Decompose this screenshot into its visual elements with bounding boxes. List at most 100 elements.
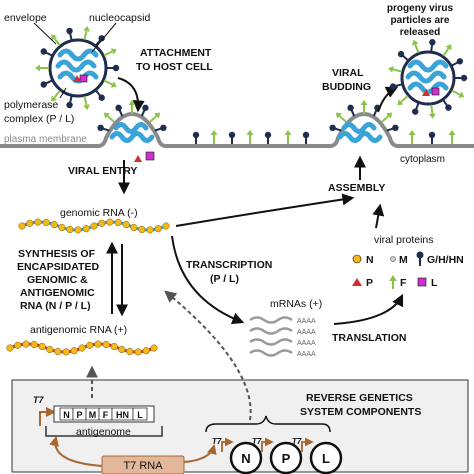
n-protein-bead <box>46 345 54 354</box>
nucleocapsid-pointer <box>91 22 117 53</box>
spike-head <box>445 104 452 111</box>
f-spike-icon <box>246 130 254 144</box>
spike-stalk <box>414 43 420 54</box>
polymerase-p-icon <box>73 75 81 82</box>
spike-head <box>228 131 236 139</box>
f-spike-icon <box>335 112 347 123</box>
membrane-proteins <box>192 130 456 144</box>
spike-head <box>460 74 468 82</box>
g-h-hn-spike-icon <box>442 99 452 111</box>
n-protein-bead <box>6 344 14 352</box>
spike-head <box>264 131 272 139</box>
legend-f-label: F <box>400 277 407 289</box>
n-protein-bead <box>74 226 82 234</box>
progeny-label-line1: progeny virus <box>387 3 454 14</box>
spike-head <box>397 99 404 106</box>
mrna-group: AAAA AAAA AAAA AAAA <box>249 316 316 358</box>
viral-proteins-legend: N M G/H/HN P F L <box>352 251 464 289</box>
cytoplasm-label: cytoplasm <box>400 154 445 165</box>
transcription-label-line2: (P / L) <box>210 273 239 285</box>
spike-head <box>408 130 416 135</box>
polymerase-l-icon <box>145 151 155 161</box>
synthesis-label-line3: GENOMIC & <box>27 274 88 286</box>
t7-promoter-label: T7 <box>33 395 44 405</box>
spike-head <box>302 131 310 139</box>
f-spike-icon <box>428 104 436 119</box>
spike-head <box>335 112 342 119</box>
n-protein-bead <box>86 341 94 349</box>
polymerase-label-line2: complex (P / L) <box>4 113 74 125</box>
spike-head <box>429 39 436 46</box>
gene-label-n: N <box>63 410 70 420</box>
n-protein-bead <box>14 341 22 349</box>
polymerase-label-line1: polymerase <box>4 99 58 111</box>
n-protein-bead <box>50 220 58 229</box>
nucleocapsid-icon <box>109 122 155 143</box>
n-protein-bead <box>98 219 106 227</box>
spike-head <box>456 58 464 65</box>
viral-budding-label-line2: BUDDING <box>322 81 371 93</box>
gene-label-l: L <box>137 410 143 420</box>
spike-head <box>66 27 73 35</box>
helper-n-label: N <box>241 451 250 466</box>
spike-head <box>98 35 105 42</box>
n-protein-bead <box>122 220 130 229</box>
g-h-hn-spike-icon <box>107 64 120 72</box>
gene-label-f: F <box>103 410 109 420</box>
budding-virion <box>337 122 383 143</box>
spike-head <box>397 50 405 58</box>
n-protein-bead <box>62 348 70 356</box>
f-spike-icon <box>451 89 465 98</box>
n-protein-bead <box>22 340 30 348</box>
f-spike-icon <box>381 112 393 123</box>
spike-head <box>128 100 136 105</box>
t7-rna-label: T7 RNA <box>123 460 163 472</box>
f-spike-icon <box>51 90 61 102</box>
n-protein-bead <box>162 222 170 230</box>
n-protein-bead <box>70 347 78 355</box>
plasmid-circle <box>269 441 303 474</box>
n-protein-bead <box>142 347 150 355</box>
legend-m-label: M <box>399 254 408 266</box>
progeny-label-line3: released <box>400 27 441 38</box>
n-protein-bead <box>114 218 122 227</box>
g-h-hn-spike-icon <box>264 131 272 144</box>
g-h-hn-protein-icon <box>416 251 424 266</box>
spike-head <box>51 95 58 102</box>
plasma-membrane-line <box>0 111 474 148</box>
t7-promoter-arrow <box>39 407 56 426</box>
g-h-hn-spike-icon <box>66 27 73 40</box>
spike-head <box>110 81 117 88</box>
g-h-hn-spike-icon <box>451 58 464 67</box>
g-h-hn-spike-icon <box>429 39 436 52</box>
gene-label-p: P <box>76 410 82 420</box>
n-protein-bead <box>110 342 118 351</box>
helper-plasmid-l: T7 L <box>292 437 343 474</box>
n-protein-bead <box>78 344 86 352</box>
g-h-hn-spike-icon <box>228 131 236 144</box>
f-spike-icon <box>35 64 49 72</box>
genomic-to-assembly-arrow <box>175 193 355 227</box>
spike-head <box>210 130 218 135</box>
spike-head <box>192 131 200 139</box>
f-spike-icon <box>360 100 368 114</box>
f-spike-icon <box>284 130 292 144</box>
f-spike-icon <box>210 130 218 144</box>
n-protein-bead <box>126 347 134 356</box>
f-spike-icon <box>103 112 115 123</box>
proteins-to-assembly-arrow <box>372 203 385 229</box>
g-h-hn-spike-icon <box>329 124 342 132</box>
legend-l-label: L <box>431 277 438 289</box>
nucleocapsid-icon <box>405 59 449 95</box>
t7-promoter-arrow <box>261 437 274 452</box>
g-h-hn-spike-icon <box>95 90 105 101</box>
entering-virion <box>109 122 155 162</box>
helper-plasmids-brace <box>205 415 331 433</box>
nucleocapsid-icon <box>337 122 383 143</box>
spike-head <box>347 104 354 112</box>
n-protein-bead <box>26 219 34 227</box>
spike-stalk <box>53 37 61 46</box>
l-protein-icon <box>417 277 427 287</box>
spike-head <box>98 94 105 101</box>
spike-head <box>445 44 452 51</box>
